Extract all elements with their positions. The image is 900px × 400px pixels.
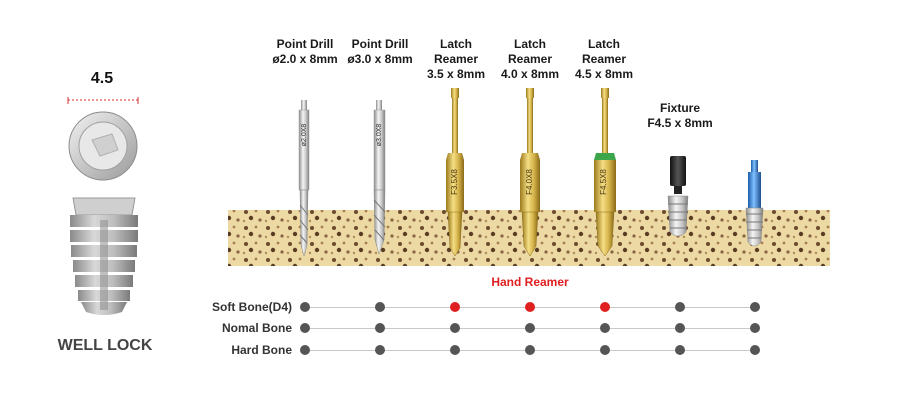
latch-reamer-45-icon: F4.5X8 [594,88,616,257]
sequence-dot [525,302,535,312]
latch-reamer-35-icon: F3.5X8 [446,88,464,257]
row-label-normal-bone: Nomal Bone [221,321,292,335]
sequence-dot [600,323,610,333]
sequence-dot [450,302,460,312]
sequence-dot [600,302,610,312]
row-label-hard-bone: Hard Bone [231,343,292,357]
implant-side-view [70,197,138,315]
sequence-dot [750,345,760,355]
tool-marking: F4.5X8 [599,169,608,195]
tool-marking: ø3.0X8 [376,124,383,147]
sequence-dot [750,302,760,312]
sequence-dot [300,323,310,333]
implant-size-label: 4.5 [90,70,114,87]
sequence-dot [675,345,685,355]
bone-and-tools-illustration: ø2.0X8 ø3.0X8 F3.5X8 F4.0X8 F4.5X8 [228,88,830,266]
sequence-dot [375,302,385,312]
row-label-soft-bone: Soft Bone(D4) [212,300,292,314]
sequence-dot [525,345,535,355]
brand-name: WELL LOCK [57,337,153,354]
diameter-dimension-marker [67,97,139,104]
sequence-dot [375,345,385,355]
sequence-dot [450,345,460,355]
sequence-dot [525,323,535,333]
sequence-dot [675,302,685,312]
sequence-dot [300,302,310,312]
point-drill-3-icon: ø3.0X8 [373,100,386,255]
sequence-dot [450,323,460,333]
sequence-dot [300,345,310,355]
implant-illustration [67,97,139,315]
fixture-mount-icon [667,156,689,237]
point-drill-2-icon: ø2.0X8 [298,100,310,257]
tool-marking: ø2.0X8 [301,124,308,147]
tool-marking: F3.5X8 [450,169,459,195]
implant-top-view [68,111,138,181]
fixture-implant-icon [745,160,764,247]
hand-reamer-label: Hand Reamer [491,275,569,289]
sequence-dot [750,323,760,333]
sequence-dot [600,345,610,355]
tool-marking: F4.0X8 [525,169,534,195]
latch-reamer-40-icon: F4.0X8 [520,88,540,257]
sequence-dot [375,323,385,333]
sequence-dot [675,323,685,333]
